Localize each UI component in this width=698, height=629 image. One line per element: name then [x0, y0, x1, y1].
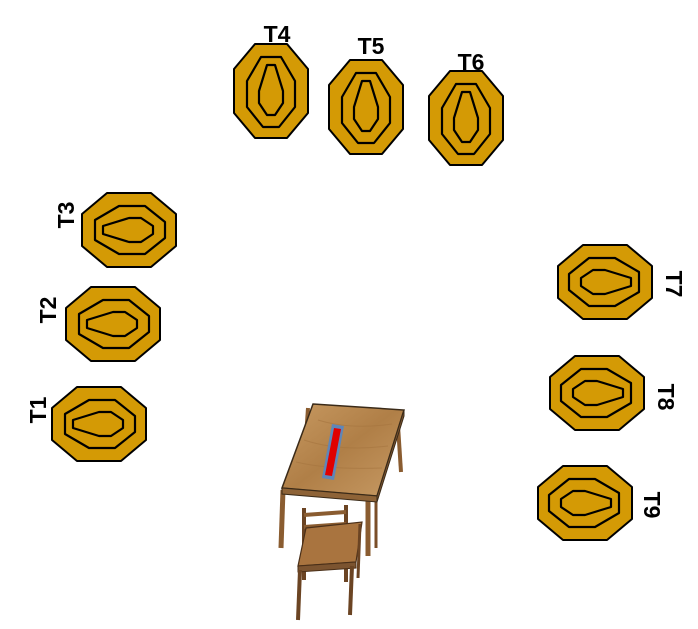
target-label: T7	[661, 271, 687, 298]
target-silhouette	[328, 59, 404, 155]
target-silhouette	[51, 386, 147, 462]
target-inner-ring	[571, 379, 625, 407]
target-silhouette	[549, 355, 645, 431]
target-t1: T1	[25, 386, 147, 462]
target-t8: T8	[549, 355, 679, 431]
chair	[296, 505, 363, 621]
target-t4: T4	[233, 21, 309, 139]
target-inner-ring	[452, 90, 480, 144]
target-t9: T9	[537, 465, 665, 541]
target-inner-ring	[257, 63, 285, 117]
table	[278, 403, 406, 556]
target-label: T2	[35, 297, 61, 324]
target-inner-ring	[85, 310, 139, 338]
target-inner-ring	[101, 216, 155, 244]
target-label: T9	[639, 492, 665, 519]
target-silhouette	[428, 70, 504, 166]
target-label: T1	[25, 396, 51, 423]
target-t3: T3	[53, 192, 177, 268]
target-inner-ring	[352, 79, 380, 133]
target-inner-ring	[71, 410, 125, 438]
target-silhouette	[557, 244, 653, 320]
target-t5: T5	[328, 33, 404, 155]
target-silhouette	[81, 192, 177, 268]
target-label: T5	[358, 33, 385, 59]
target-label: T8	[653, 384, 679, 411]
start-marker	[322, 424, 344, 480]
target-inner-ring	[579, 268, 633, 296]
target-t7: T7	[557, 244, 687, 320]
target-silhouette	[65, 286, 161, 362]
target-label: T3	[53, 202, 79, 229]
target-t2: T2	[35, 286, 161, 362]
target-t6: T6	[428, 49, 504, 166]
target-silhouette	[537, 465, 633, 541]
target-label: T4	[264, 21, 291, 47]
target-label: T6	[458, 49, 485, 75]
target-silhouette	[233, 43, 309, 139]
target-inner-ring	[559, 489, 613, 517]
